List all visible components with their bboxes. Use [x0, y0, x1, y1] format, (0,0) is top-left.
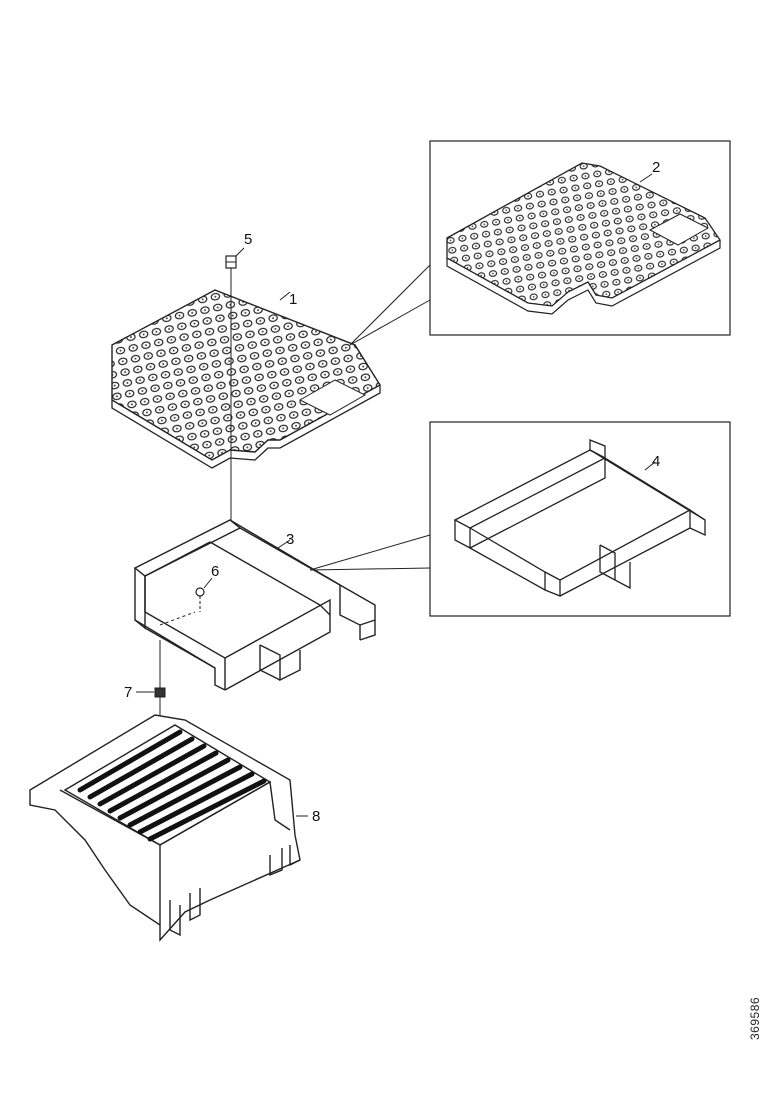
detail-step-plate-2	[446, 162, 721, 315]
callout-7: 7	[124, 684, 132, 701]
detail-box-step-plate	[429, 140, 731, 336]
detail-frame-4	[453, 439, 706, 597]
step-housing-8	[29, 714, 308, 942]
detail-leader-frame	[309, 534, 431, 571]
callout-3: 3	[286, 531, 294, 548]
detail-box-frame	[429, 421, 731, 617]
document-number: 369586	[748, 996, 762, 1040]
callout-labels: 1 2 3 4 5 6 7 8	[124, 159, 660, 825]
callout-8: 8	[312, 808, 320, 825]
nut-7	[136, 687, 166, 698]
callout-6: 6	[211, 563, 219, 580]
support-frame-3	[133, 519, 376, 691]
callout-1: 1	[289, 291, 297, 308]
callout-4: 4	[652, 453, 660, 470]
fastener-5	[225, 247, 245, 520]
callout-2: 2	[652, 159, 660, 176]
detail-leader-plate	[349, 264, 431, 346]
step-plate-1	[111, 289, 381, 469]
fastener-6	[159, 577, 213, 626]
housing-tread-slots	[77, 729, 267, 842]
callout-5: 5	[244, 231, 252, 248]
